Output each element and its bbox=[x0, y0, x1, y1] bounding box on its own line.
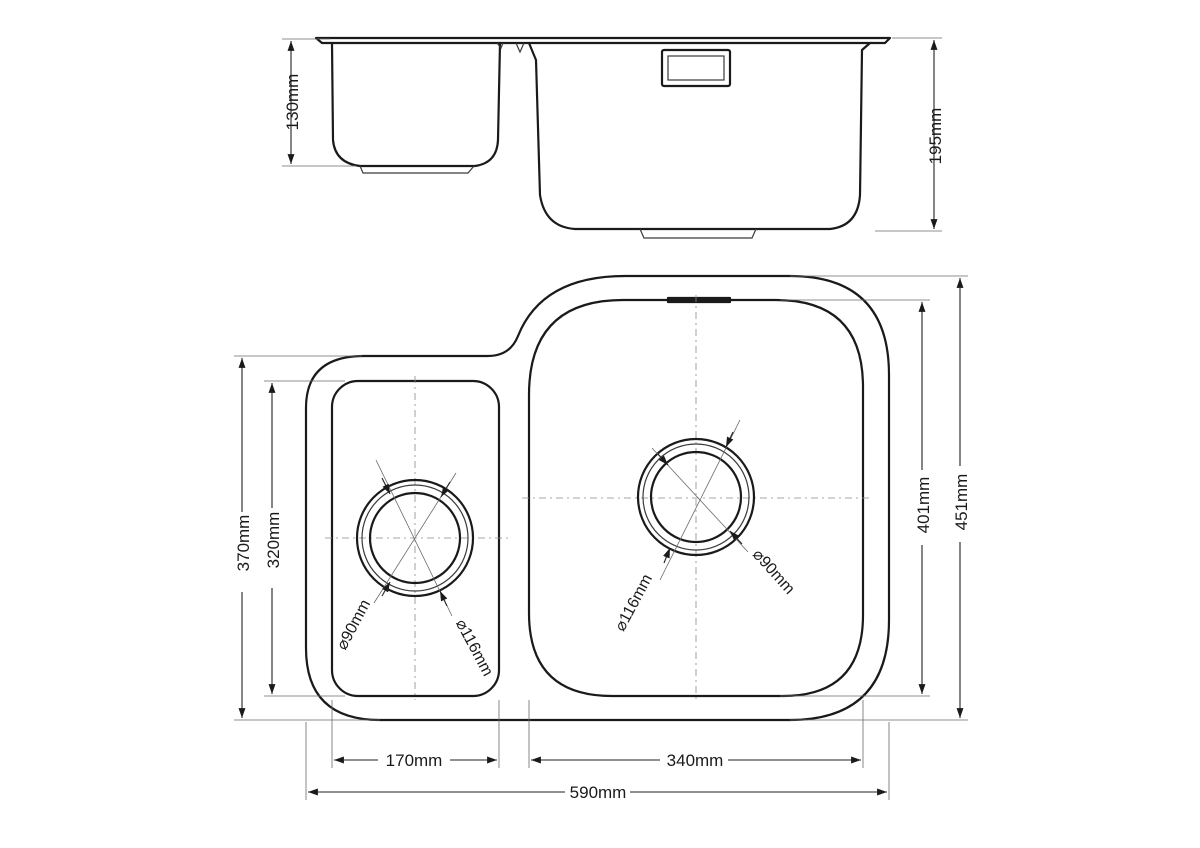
small-waste-inner-label: ⌀90mm bbox=[334, 597, 374, 653]
plan-view bbox=[304, 274, 891, 722]
dim-small-inner-height-label: 320mm bbox=[264, 512, 283, 569]
dim-large-outer-height: 451mm bbox=[790, 275, 971, 721]
dim-small-outer-height: 370mm bbox=[234, 355, 380, 721]
dim-large-bowl-depth-label: 195mm bbox=[926, 108, 945, 165]
dim-large-outer-height-label: 451mm bbox=[952, 474, 971, 531]
dim-large-bowl-depth: 195mm bbox=[875, 37, 945, 232]
large-waste-inner-label: ⌀90mm bbox=[749, 546, 798, 598]
dim-large-inner-height-label: 401mm bbox=[914, 477, 933, 534]
large-bowl bbox=[527, 298, 865, 698]
dim-large-bowl-width: 340mm bbox=[528, 700, 864, 770]
dim-overall-length-label: 590mm bbox=[570, 783, 627, 802]
dim-small-bowl-width: 170mm bbox=[331, 700, 500, 770]
dim-small-outer-height-label: 370mm bbox=[234, 515, 253, 572]
dim-small-inner-height: 320mm bbox=[264, 380, 345, 697]
large-waste-outer-label: ⌀116mm bbox=[612, 572, 656, 635]
dim-small-bowl-depth: 130mm bbox=[282, 38, 356, 167]
small-bowl bbox=[330, 379, 501, 698]
small-waste-outer-label: ⌀116mm bbox=[452, 617, 496, 680]
large-bowl-waste: ⌀116mm ⌀90mm bbox=[612, 419, 798, 635]
dim-overall-length: 590mm bbox=[305, 722, 890, 802]
dim-large-bowl-width-label: 340mm bbox=[667, 751, 724, 770]
dim-large-inner-height: 401mm bbox=[780, 299, 933, 697]
dim-small-bowl-width-label: 170mm bbox=[386, 751, 443, 770]
center-lines bbox=[325, 295, 872, 700]
dim-small-bowl-depth-label: 130mm bbox=[283, 74, 302, 131]
side-elevation-view bbox=[314, 36, 892, 239]
